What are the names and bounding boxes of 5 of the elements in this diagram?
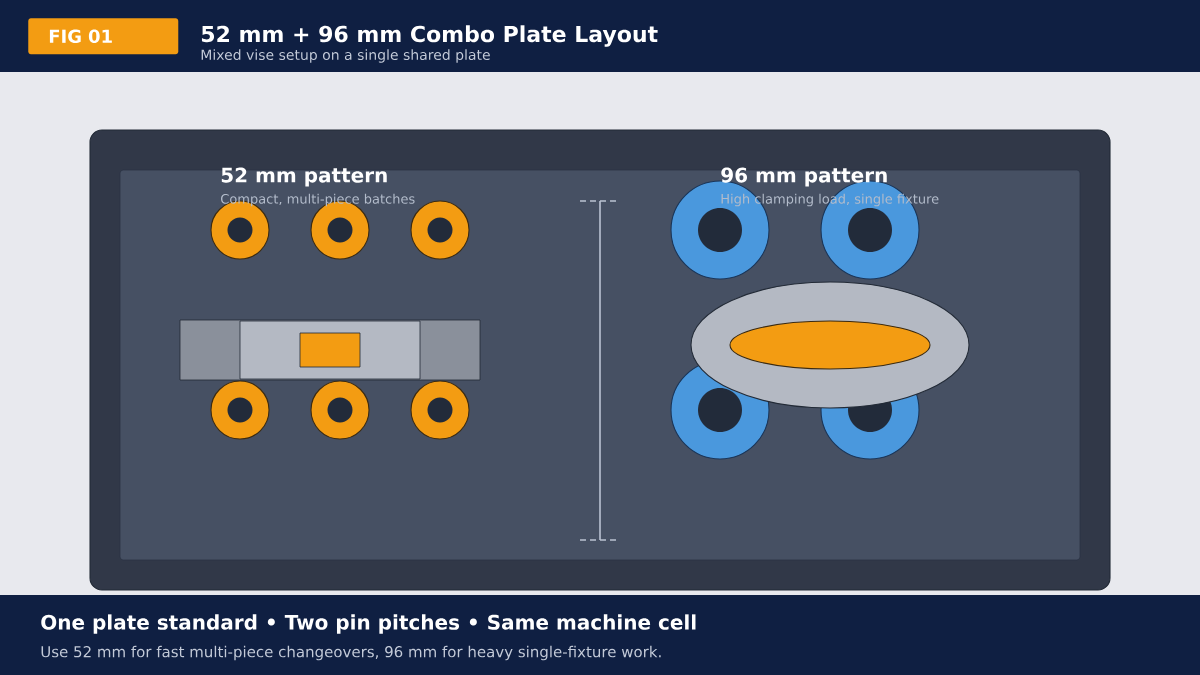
subtitle: Mixed vise setup on a single shared plate: [201, 49, 490, 63]
footer-note: Use 52 mm for fast multi-piece changeovers, 96 mm for heavy single-fixture work.: [41, 645, 661, 661]
footer-heading: One plate standard • Two pin pitches • Same machine cell: [41, 614, 696, 634]
title: 52 mm + 96 mm Combo Plate Layout: [201, 25, 658, 47]
figure-badge: FIG 01: [28, 18, 179, 55]
